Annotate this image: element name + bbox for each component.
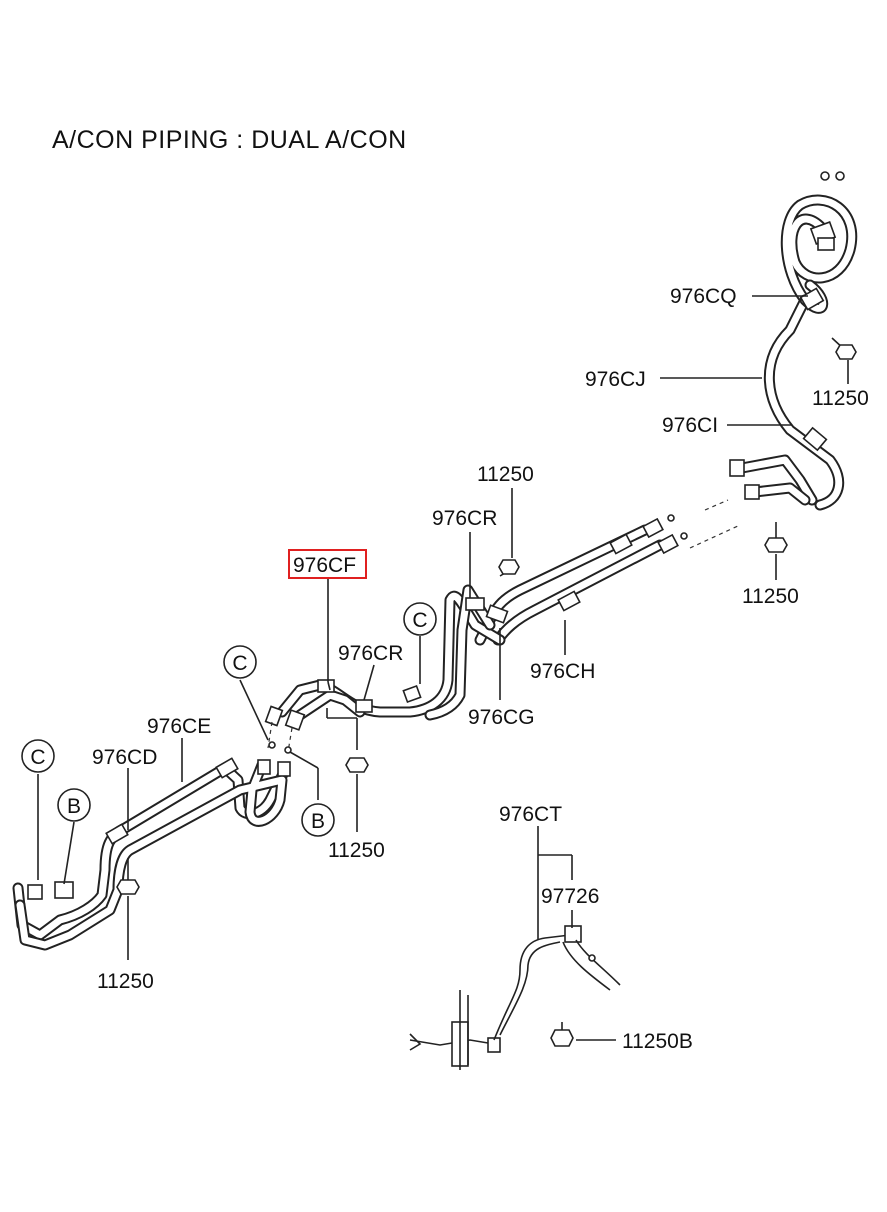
highlight-box [288, 549, 367, 579]
label-11250-right: 11250 [742, 585, 799, 608]
label-97726: 97726 [541, 885, 599, 908]
label-976cj: 976CJ [585, 368, 646, 391]
label-11250-left: 11250 [97, 970, 154, 993]
sensor-assembly-976ct [409, 925, 621, 1070]
leader-lines [37, 295, 849, 1041]
connection-lines [267, 499, 741, 753]
label-976ce: 976CE [147, 715, 211, 738]
label-976ct: 976CT [499, 803, 562, 826]
label-976ci: 976CI [662, 414, 718, 437]
label-976cr-top: 976CR [432, 507, 497, 530]
label-976cg: 976CG [468, 706, 535, 729]
callout-b-mid: B [301, 803, 335, 837]
label-976cr-mid: 976CR [338, 642, 403, 665]
label-976cd: 976CD [92, 746, 157, 769]
bolt-icon [550, 1022, 574, 1047]
bolts [116, 337, 857, 895]
svg-text:B: B [311, 810, 325, 833]
label-11250-top: 11250 [477, 463, 534, 486]
label-976cq: 976CQ [670, 285, 737, 308]
svg-text:C: C [412, 609, 427, 632]
label-11250-top-right: 11250 [812, 387, 869, 410]
callout-b-left: B [57, 788, 91, 822]
bolt-icon [498, 559, 520, 577]
svg-text:C: C [30, 746, 45, 769]
callout-c-upper: C [403, 602, 437, 636]
svg-text:B: B [67, 795, 81, 818]
part-labels: 976CQ 976CJ 976CI 11250 11250 11250 976C… [92, 285, 869, 1053]
label-11250b: 11250B [622, 1030, 693, 1053]
bolt-icon [345, 718, 369, 773]
label-976cf: 976CF [293, 554, 356, 577]
svg-text:C: C [232, 652, 247, 675]
bolt-icon [764, 522, 788, 553]
bolt-icon [831, 337, 857, 360]
label-11250-center: 11250 [328, 839, 385, 862]
callout-c-left: C [21, 739, 55, 773]
bolt-icon [116, 858, 140, 895]
label-976ch: 976CH [530, 660, 595, 683]
diagram-title: A/CON PIPING : DUAL A/CON [52, 126, 407, 154]
callout-c-mid: C [223, 645, 257, 679]
